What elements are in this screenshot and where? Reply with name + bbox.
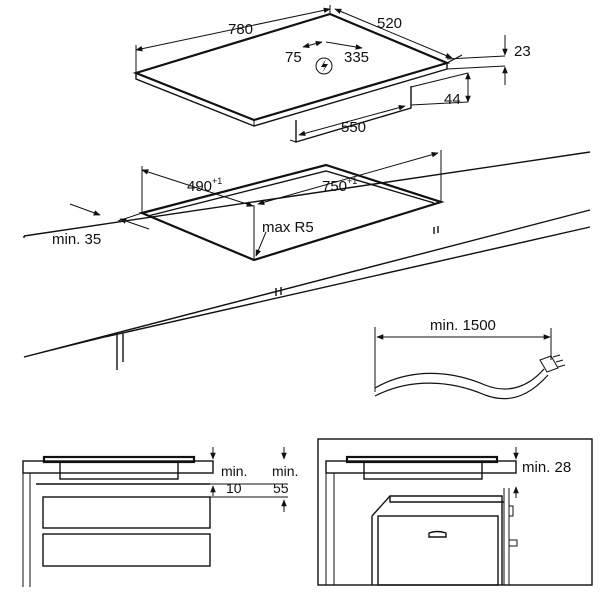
worktop-cutout (23, 150, 591, 370)
power-cable (374, 327, 566, 400)
hob-width-label: 780 (228, 21, 253, 38)
hob-offset-left-label: 75 (285, 49, 302, 66)
hob-isometric (132, 5, 508, 143)
oven-body (371, 495, 504, 585)
clearance-drawer-section (22, 447, 288, 587)
cutout-width-label: 750+1 (322, 176, 357, 195)
lightning-bolt-icon (315, 57, 333, 75)
cutout-depth-label: 490+1 (187, 176, 222, 195)
hob-body-depth-label: 44 (444, 91, 461, 108)
cutout-radius-label: max R5 (262, 219, 314, 236)
clearance-b-value: 55 (273, 480, 289, 496)
cable-length-label: min. 1500 (430, 317, 496, 334)
clearance-oven-label: min. 28 (522, 459, 571, 476)
clearance-oven-section (317, 438, 593, 586)
clearance-a-min-label: min. (221, 463, 247, 479)
hob-depth-label: 520 (377, 15, 402, 32)
hob-offset-right-label: 335 (344, 49, 369, 66)
clearance-a-value: 10 (226, 480, 242, 496)
edge-distance-label: min. 35 (52, 231, 101, 248)
clearance-b-min-label: min. (272, 463, 298, 479)
hob-thickness-label: 23 (514, 43, 531, 60)
hob-body-width-label: 550 (341, 119, 366, 136)
